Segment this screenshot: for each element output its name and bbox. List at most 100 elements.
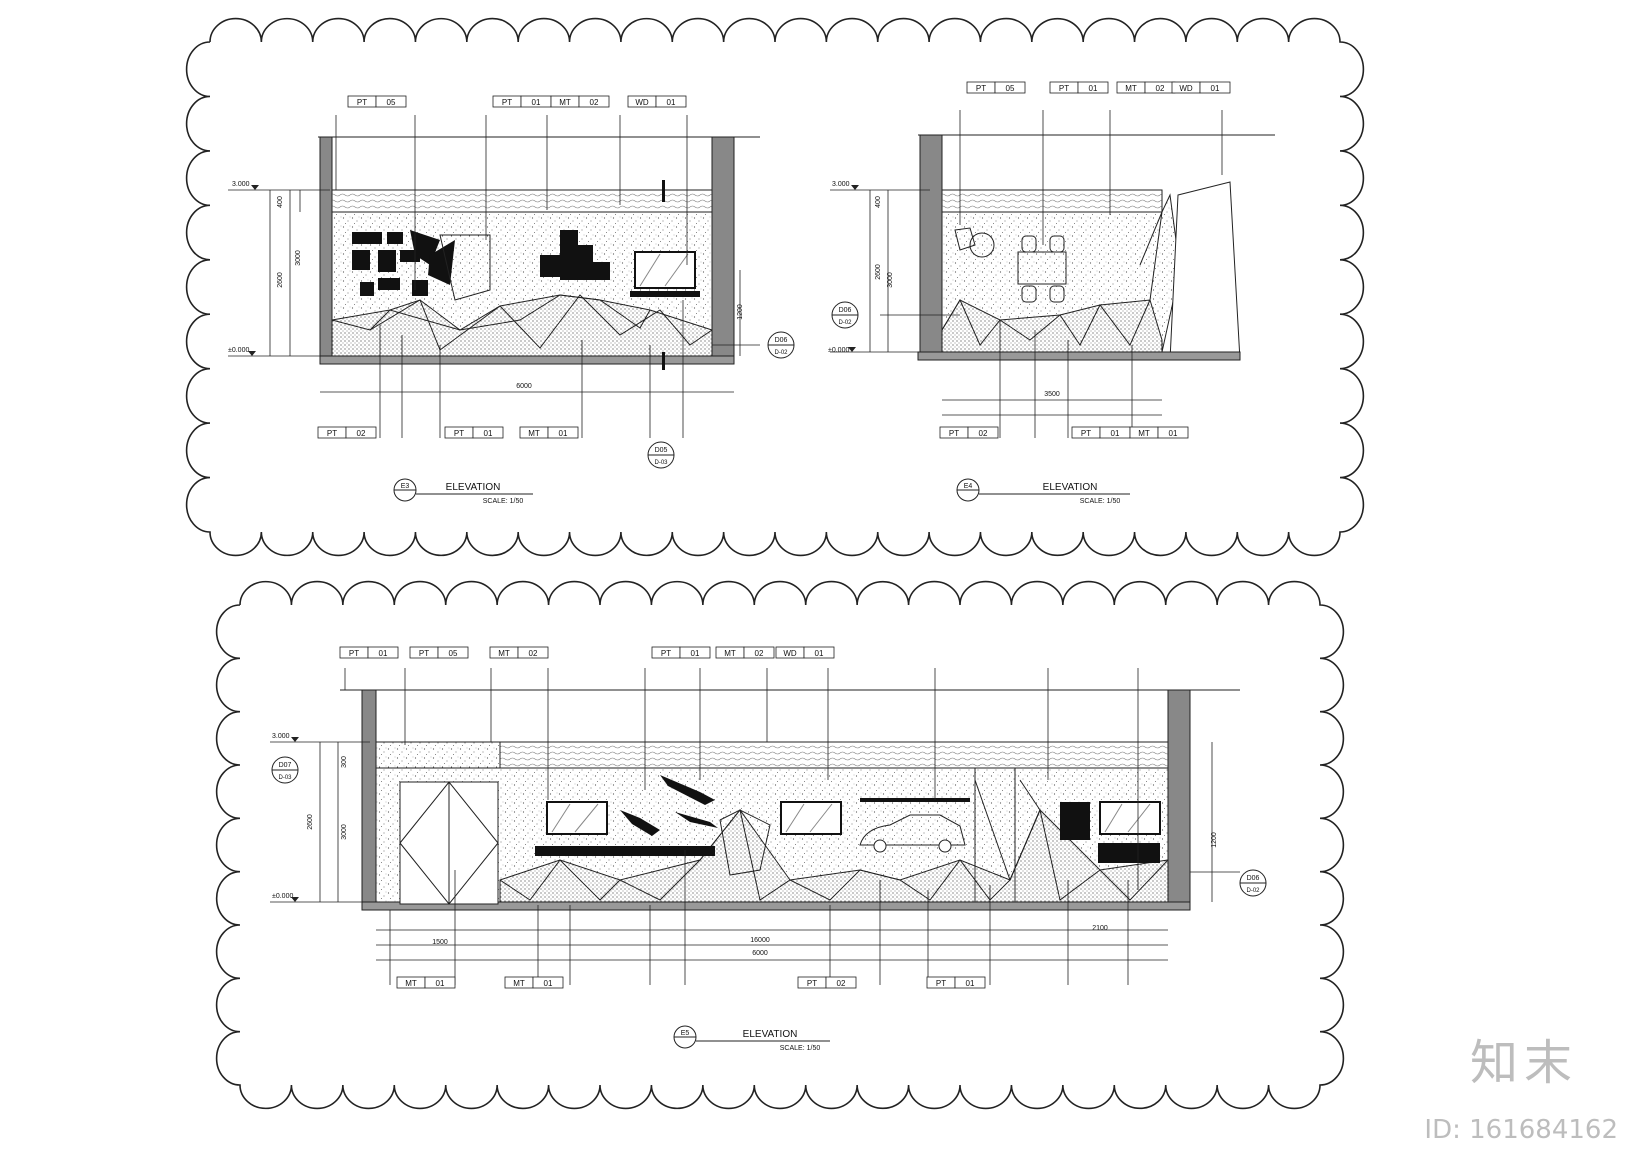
revision-cloud — [215, 580, 1345, 1110]
detail-ref-number: D06 — [1247, 875, 1260, 882]
tag-code: PT — [502, 98, 512, 107]
elevation-e5 — [270, 668, 1240, 985]
material-tag-pt-01: PT 01 — [492, 95, 552, 108]
dimension-label: 6000 — [752, 950, 768, 957]
tag-number: 01 — [436, 979, 445, 988]
tag-code: MT — [724, 649, 736, 658]
sheet-number: E4 — [964, 483, 973, 490]
tag-number: 01 — [1089, 84, 1098, 93]
dimension-label: 3500 — [1044, 391, 1060, 398]
tag-code: PT — [1081, 429, 1091, 438]
detail-ref-number: D06 — [775, 337, 788, 344]
detail-ref-sheet: D-02 — [774, 350, 788, 356]
tag-number: 01 — [815, 649, 824, 658]
tag-number: 01 — [1211, 84, 1220, 93]
material-tag-mt-02: MT 02 — [715, 646, 775, 659]
level-label: 3.000 — [272, 733, 290, 740]
drawing-scale: SCALE: 1/50 — [483, 498, 524, 505]
drawing-scale: SCALE: 1/50 — [1080, 498, 1121, 505]
elevation-e4 — [830, 110, 1275, 438]
dimension-label: 400 — [875, 196, 882, 208]
drawing-scale: SCALE: 1/50 — [780, 1045, 821, 1052]
material-tag-pt-01: PT 01 — [1071, 426, 1131, 439]
tag-number: 02 — [837, 979, 846, 988]
tag-number: 01 — [1111, 429, 1120, 438]
material-tag-mt-01: MT 01 — [504, 976, 564, 989]
dimension-label: 2100 — [1092, 925, 1108, 932]
dimension-label: 2600 — [875, 264, 882, 280]
tag-code: PT — [454, 429, 464, 438]
tag-code: MT — [513, 979, 525, 988]
tag-number: 02 — [529, 649, 538, 658]
tag-code: WD — [783, 649, 797, 658]
elevation-e3 — [228, 115, 760, 438]
watermark-logo: 知末 — [1469, 1035, 1578, 1091]
revision-clouds — [185, 17, 1365, 1110]
tag-number: 02 — [357, 429, 366, 438]
tag-code: PT — [349, 649, 359, 658]
level-label: ±0.000 — [228, 347, 249, 354]
drawing-title: ELEVATION — [743, 1029, 798, 1040]
drawing-title: ELEVATION — [1043, 482, 1098, 493]
dimension-label: 300 — [341, 756, 348, 768]
detail-ref-number: D07 — [279, 762, 292, 769]
tag-code: PT — [1059, 84, 1069, 93]
tag-code: PT — [936, 979, 946, 988]
tag-number: 02 — [755, 649, 764, 658]
tag-number: 01 — [559, 429, 568, 438]
tag-code: PT — [661, 649, 671, 658]
tag-code: MT — [1138, 429, 1150, 438]
material-tag-pt-01: PT 01 — [1049, 81, 1109, 94]
tag-code: PT — [976, 84, 986, 93]
tag-code: WD — [635, 98, 649, 107]
dimension-label: 1200 — [737, 304, 744, 320]
tag-code: PT — [807, 979, 817, 988]
tag-code: MT — [1125, 84, 1137, 93]
dimension-label: 3000 — [295, 250, 302, 266]
drawing-title: ELEVATION — [446, 482, 501, 493]
revision-cloud — [185, 17, 1365, 557]
material-tag-wd-01: WD 01 — [775, 646, 835, 659]
sheet-number: E5 — [681, 1030, 690, 1037]
level-label: ±0.000 — [272, 893, 293, 900]
tag-code: MT — [498, 649, 510, 658]
material-tag-pt-02: PT 02 — [797, 976, 857, 989]
detail-ref-sheet: D-03 — [278, 775, 292, 781]
dimension-label: 2600 — [277, 272, 284, 288]
tag-number: 02 — [590, 98, 599, 107]
dimension-label: 6000 — [516, 383, 532, 390]
tag-number: 01 — [532, 98, 541, 107]
material-tag-mt-01: MT 01 — [1129, 426, 1189, 439]
tag-number: 01 — [667, 98, 676, 107]
dimension-label: 1200 — [1211, 832, 1218, 848]
tag-code: PT — [327, 429, 337, 438]
tag-code: PT — [419, 649, 429, 658]
tag-number: 01 — [1169, 429, 1178, 438]
material-tag-wd-01: WD 01 — [627, 95, 687, 108]
tag-code: MT — [405, 979, 417, 988]
dimension-label: 400 — [277, 196, 284, 208]
tag-number: 02 — [979, 429, 988, 438]
tag-number: 01 — [544, 979, 553, 988]
tag-code: PT — [357, 98, 367, 107]
material-tag-mt-02: MT 02 — [489, 646, 549, 659]
watermark-id: ID: 161684162 — [1424, 1115, 1618, 1145]
level-label: 3.000 — [832, 181, 850, 188]
